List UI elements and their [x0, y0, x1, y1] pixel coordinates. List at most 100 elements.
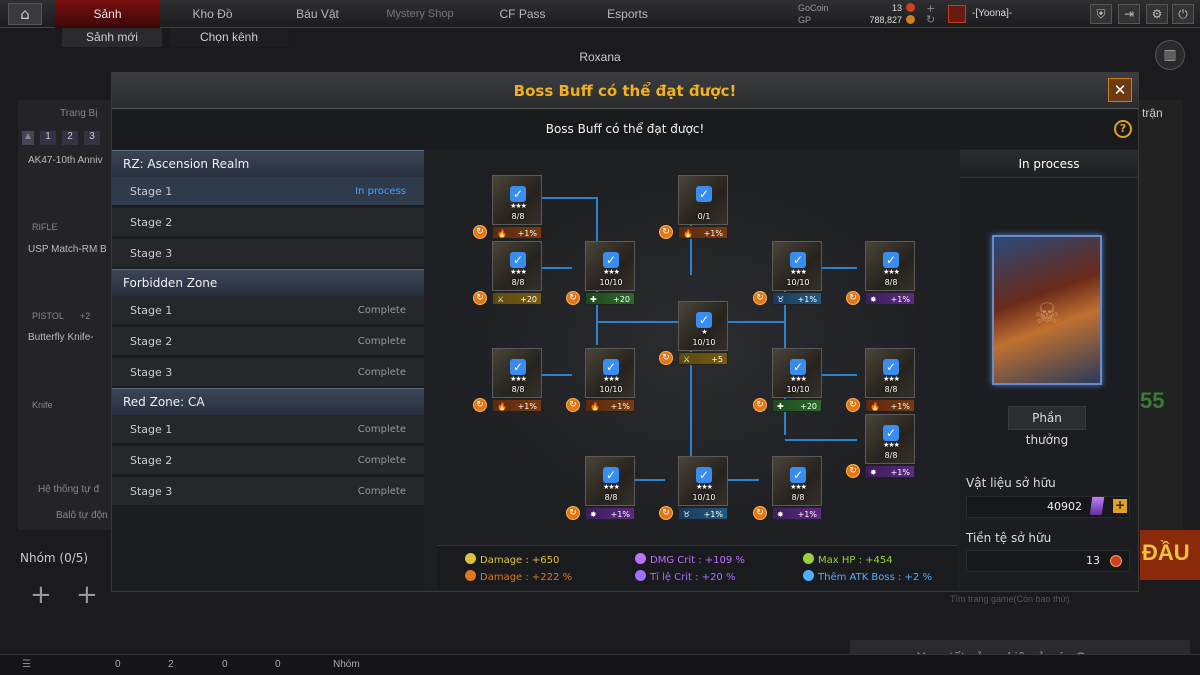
stage-item[interactable]: Stage 3	[112, 239, 424, 268]
buff-node[interactable]: ✓★★★10/10	[678, 456, 728, 506]
home-icon[interactable]: ⌂	[8, 3, 42, 25]
stage-label: Stage 3	[130, 366, 173, 379]
loadout-num-3[interactable]: 3	[84, 131, 100, 145]
fire-icon: 🔥	[590, 402, 600, 411]
upgrade-icon[interactable]: ↻	[566, 291, 580, 305]
crit-icon: ✸	[590, 510, 597, 519]
add-member-button[interactable]: +	[76, 580, 98, 610]
stage-list: RZ: Ascension Realm Stage 1 In process St…	[112, 150, 424, 590]
loadout-num-2[interactable]: 2	[62, 131, 78, 145]
reward-button[interactable]: Phần thưởng	[1008, 406, 1086, 447]
avatar[interactable]	[948, 5, 966, 23]
gear-icon[interactable]: ⚙	[1146, 4, 1168, 24]
node-stars: ★★★	[883, 375, 900, 383]
group-header[interactable]: RZ: Ascension Realm	[112, 150, 424, 177]
add-member-button[interactable]: +	[30, 580, 52, 610]
check-icon: ✓	[603, 467, 619, 483]
group-header[interactable]: Forbidden Zone	[112, 269, 424, 296]
upgrade-icon[interactable]: ↻	[659, 351, 673, 365]
tab-lobby[interactable]: Sảnh	[55, 0, 160, 28]
start-button[interactable]: ĐẦU	[1142, 540, 1190, 565]
buff-node[interactable]: ✓★★★8/8	[772, 456, 822, 506]
add-material-button[interactable]: +	[1113, 498, 1127, 513]
check-icon: ✓	[883, 252, 899, 268]
bottom-group-tab[interactable]: Nhóm	[333, 659, 360, 670]
stage-status: Complete	[357, 305, 406, 316]
group-header[interactable]: Red Zone: CA	[112, 388, 424, 415]
node-count: 10/10	[692, 338, 716, 347]
buff-summary: Damage : +650 Damage : +222 % DMG Crit :…	[437, 545, 957, 590]
buff-node[interactable]: ✓★★★8/8	[585, 456, 635, 506]
buff-node[interactable]: ✓★★★10/10	[585, 348, 635, 398]
upgrade-icon[interactable]: ↻	[566, 506, 580, 520]
close-icon[interactable]: ✕	[1108, 78, 1132, 102]
upgrade-icon[interactable]: ↻	[473, 398, 487, 412]
node-stars: ★★★	[790, 375, 807, 383]
stage-status: In process	[355, 186, 406, 197]
node-count: 10/10	[599, 278, 623, 287]
tab-cf-pass[interactable]: CF Pass	[499, 7, 546, 21]
buff-node[interactable]: ✓★10/10	[678, 301, 728, 351]
check-icon: ✓	[790, 359, 806, 375]
stat-max-hp: Max HP : +454	[803, 553, 893, 566]
stage-item[interactable]: Stage 2	[112, 208, 424, 237]
exit-icon[interactable]: ⇥	[1118, 4, 1140, 24]
buff-node[interactable]: ✓0/1	[678, 175, 728, 225]
menu-icon[interactable]: ☰	[22, 659, 31, 670]
upgrade-icon[interactable]: ↻	[753, 291, 767, 305]
buff-node[interactable]: ✓★★★10/10	[585, 241, 635, 291]
buff-node[interactable]: ✓★★★10/10	[772, 241, 822, 291]
material-label: Vật liệu sở hữu	[966, 476, 1056, 490]
upgrade-icon[interactable]: ↻	[846, 291, 860, 305]
upgrade-icon[interactable]: ↻	[473, 291, 487, 305]
tab-new-lobby[interactable]: Sảnh mới	[62, 28, 162, 47]
upgrade-icon[interactable]: ↻	[659, 506, 673, 520]
node-count: 8/8	[884, 278, 898, 287]
upgrade-icon[interactable]: ↻	[753, 506, 767, 520]
hp-icon: ✚	[590, 295, 597, 304]
upgrade-icon[interactable]: ↻	[659, 225, 673, 239]
upgrade-icon[interactable]: ↻	[846, 398, 860, 412]
add-coin-icon[interactable]: +	[926, 2, 936, 15]
tab-inventory[interactable]: Kho Đồ	[192, 7, 233, 21]
check-icon: ✓	[510, 252, 526, 268]
tab-choose-channel[interactable]: Chọn kênh	[170, 28, 288, 47]
upgrade-icon[interactable]: ↻	[846, 464, 860, 478]
check-icon: ✓	[790, 252, 806, 268]
buff-node[interactable]: ✓★★★8/8	[865, 241, 915, 291]
help-icon[interactable]: ?	[1114, 120, 1132, 138]
crystal-icon	[1089, 497, 1105, 515]
power-icon[interactable]: ⏻	[1172, 4, 1194, 24]
upgrade-icon[interactable]: ↻	[473, 225, 487, 239]
crit-icon	[635, 553, 646, 564]
currency-label: Tiền tệ sở hữu	[966, 531, 1052, 545]
refresh-icon[interactable]: ↻	[926, 13, 936, 26]
buff-node[interactable]: ✓★★★8/8	[492, 241, 542, 291]
buff-node[interactable]: ✓★★★8/8	[492, 175, 542, 225]
node-stars: ★★★	[603, 268, 620, 276]
upgrade-icon[interactable]: ↻	[753, 398, 767, 412]
upgrade-icon[interactable]: ↻	[566, 398, 580, 412]
node-count: 8/8	[511, 212, 525, 221]
tab-esports[interactable]: Esports	[607, 7, 648, 21]
buff-badge: ✸+1%	[772, 507, 822, 520]
stage-item[interactable]: Stage 1 In process	[112, 177, 424, 206]
loadout-num-1[interactable]: 1	[40, 131, 56, 145]
stats-icon[interactable]: ▥	[1155, 40, 1185, 70]
buff-node[interactable]: ✓★★★8/8	[865, 414, 915, 464]
tab-treasure[interactable]: Báu Vật	[296, 7, 339, 21]
gocoin-icon	[906, 3, 915, 12]
buff-node[interactable]: ✓★★★10/10	[772, 348, 822, 398]
stage-label: Stage 1	[130, 185, 173, 198]
clan-icon[interactable]: ⛨	[1090, 4, 1112, 24]
stage-status: Complete	[357, 486, 406, 497]
tab-mystery-shop[interactable]: Mystery Shop	[386, 8, 454, 20]
buff-node[interactable]: ✓★★★8/8	[865, 348, 915, 398]
buff-node[interactable]: ✓★★★8/8	[492, 348, 542, 398]
